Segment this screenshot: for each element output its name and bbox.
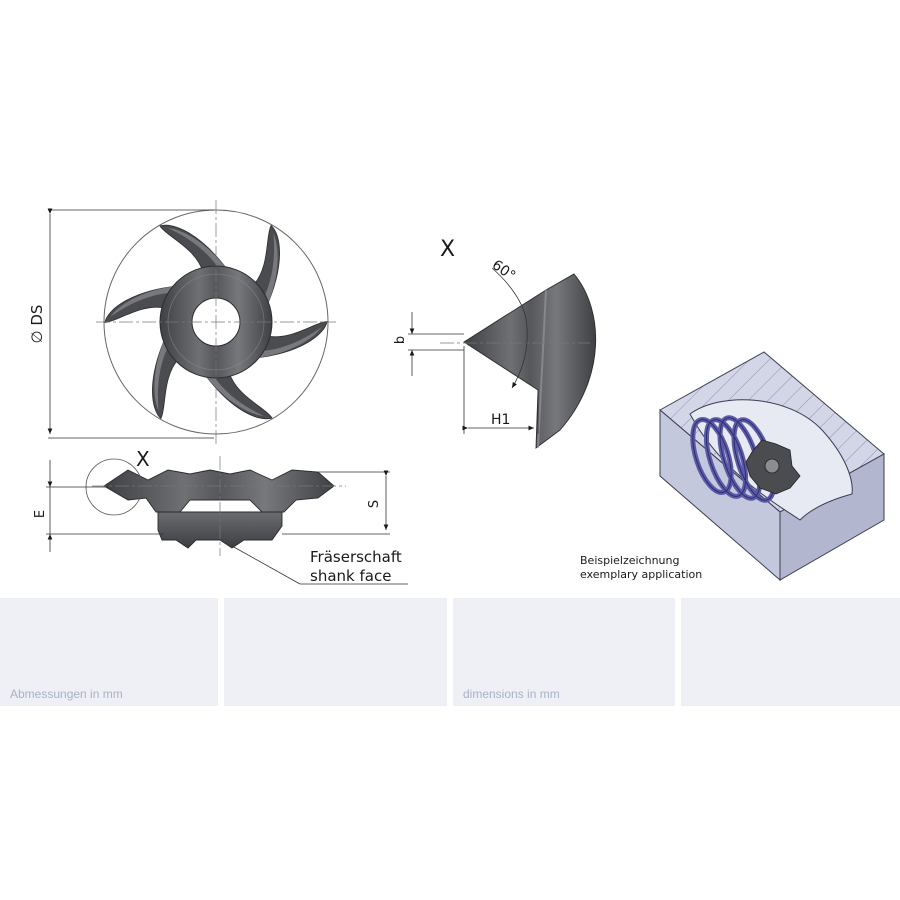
- angle-label: 60°: [489, 257, 519, 284]
- footer-panel-2: [224, 598, 447, 706]
- example-label-de: Beispielzeichnung: [580, 554, 679, 567]
- footer-panel-3: dimensions in mm: [453, 598, 675, 706]
- footer-panel-1: Abmessungen in mm: [0, 598, 218, 706]
- angle-dimension: [491, 267, 528, 389]
- shank-label-en: shank face: [310, 567, 391, 585]
- s-label: S: [367, 500, 382, 508]
- detail-x-side-label: X: [136, 447, 150, 471]
- cutter-side-view: [85, 456, 346, 556]
- e-label: E: [33, 510, 48, 518]
- b-label: b: [393, 336, 408, 344]
- cutter-top-view: [96, 200, 336, 444]
- h1-dimension: [462, 346, 539, 434]
- h1-label: H1: [491, 412, 510, 428]
- footer-panel-4: [681, 598, 900, 706]
- ds-dimension: [47, 208, 214, 439]
- shank-leader: [231, 545, 408, 585]
- shank-label-de: Fräserschaft: [310, 548, 402, 566]
- detail-x-profile: [440, 273, 597, 449]
- dimensions-note-en: dimensions in mm: [463, 687, 560, 701]
- e-dimension: [46, 460, 164, 552]
- s-dimension: [282, 470, 390, 535]
- example-cutter: [745, 439, 801, 495]
- ds-label: ∅ DS: [28, 305, 46, 344]
- detail-x-label: X: [440, 237, 455, 262]
- example-label-en: exemplary application: [580, 568, 702, 581]
- dimensions-note-de: Abmessungen in mm: [10, 687, 123, 701]
- b-dimension: [408, 312, 464, 376]
